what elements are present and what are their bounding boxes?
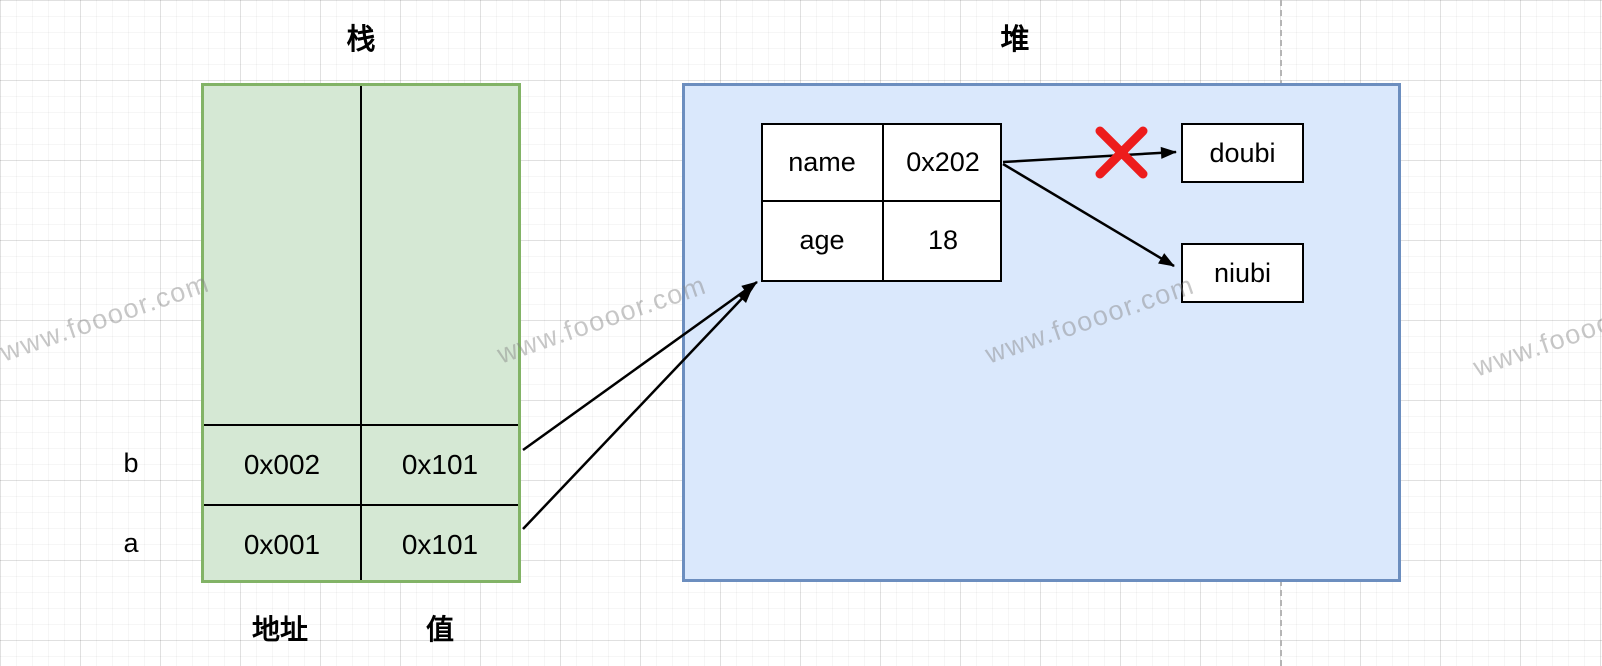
object-table-column-divider — [882, 125, 884, 280]
stack-table: 0x002 0x101 0x001 0x101 — [201, 83, 521, 583]
stack-table-row-divider-top — [204, 424, 518, 426]
stack-cell-b-address: 0x002 — [243, 449, 321, 480]
heap-object-table: name 0x202 age 18 — [761, 123, 1002, 282]
object-table-row-divider — [763, 200, 1000, 202]
stack-cell-b-value: 0x101 — [401, 449, 479, 480]
stack-footer-address-label: 地址 — [251, 614, 308, 645]
stack-cell-a-value: 0x101 — [401, 529, 479, 560]
watermark-text: www.foooor.com — [0, 267, 214, 368]
object-cell-age-value: 18 — [927, 225, 959, 255]
heap-title: 堆 — [1000, 24, 1030, 56]
stack-row-label-b: b — [123, 447, 139, 478]
stack-cell-a-address: 0x001 — [243, 529, 321, 560]
stack-footer-value-label: 值 — [425, 614, 454, 645]
string-box-doubi: doubi — [1181, 123, 1304, 183]
watermark-text: www.foooor.com — [493, 269, 711, 370]
stack-title: 栈 — [346, 24, 376, 56]
object-cell-age-key: age — [799, 225, 845, 255]
stack-table-row-divider-middle — [204, 504, 518, 506]
object-cell-name-value: 0x202 — [906, 147, 980, 177]
stack-row-label-a: a — [123, 527, 139, 558]
stack-table-column-divider — [360, 86, 362, 580]
watermark-text: www.foooor.com — [1469, 282, 1602, 383]
string-box-niubi: niubi — [1181, 243, 1304, 303]
object-cell-name-key: name — [788, 147, 856, 177]
